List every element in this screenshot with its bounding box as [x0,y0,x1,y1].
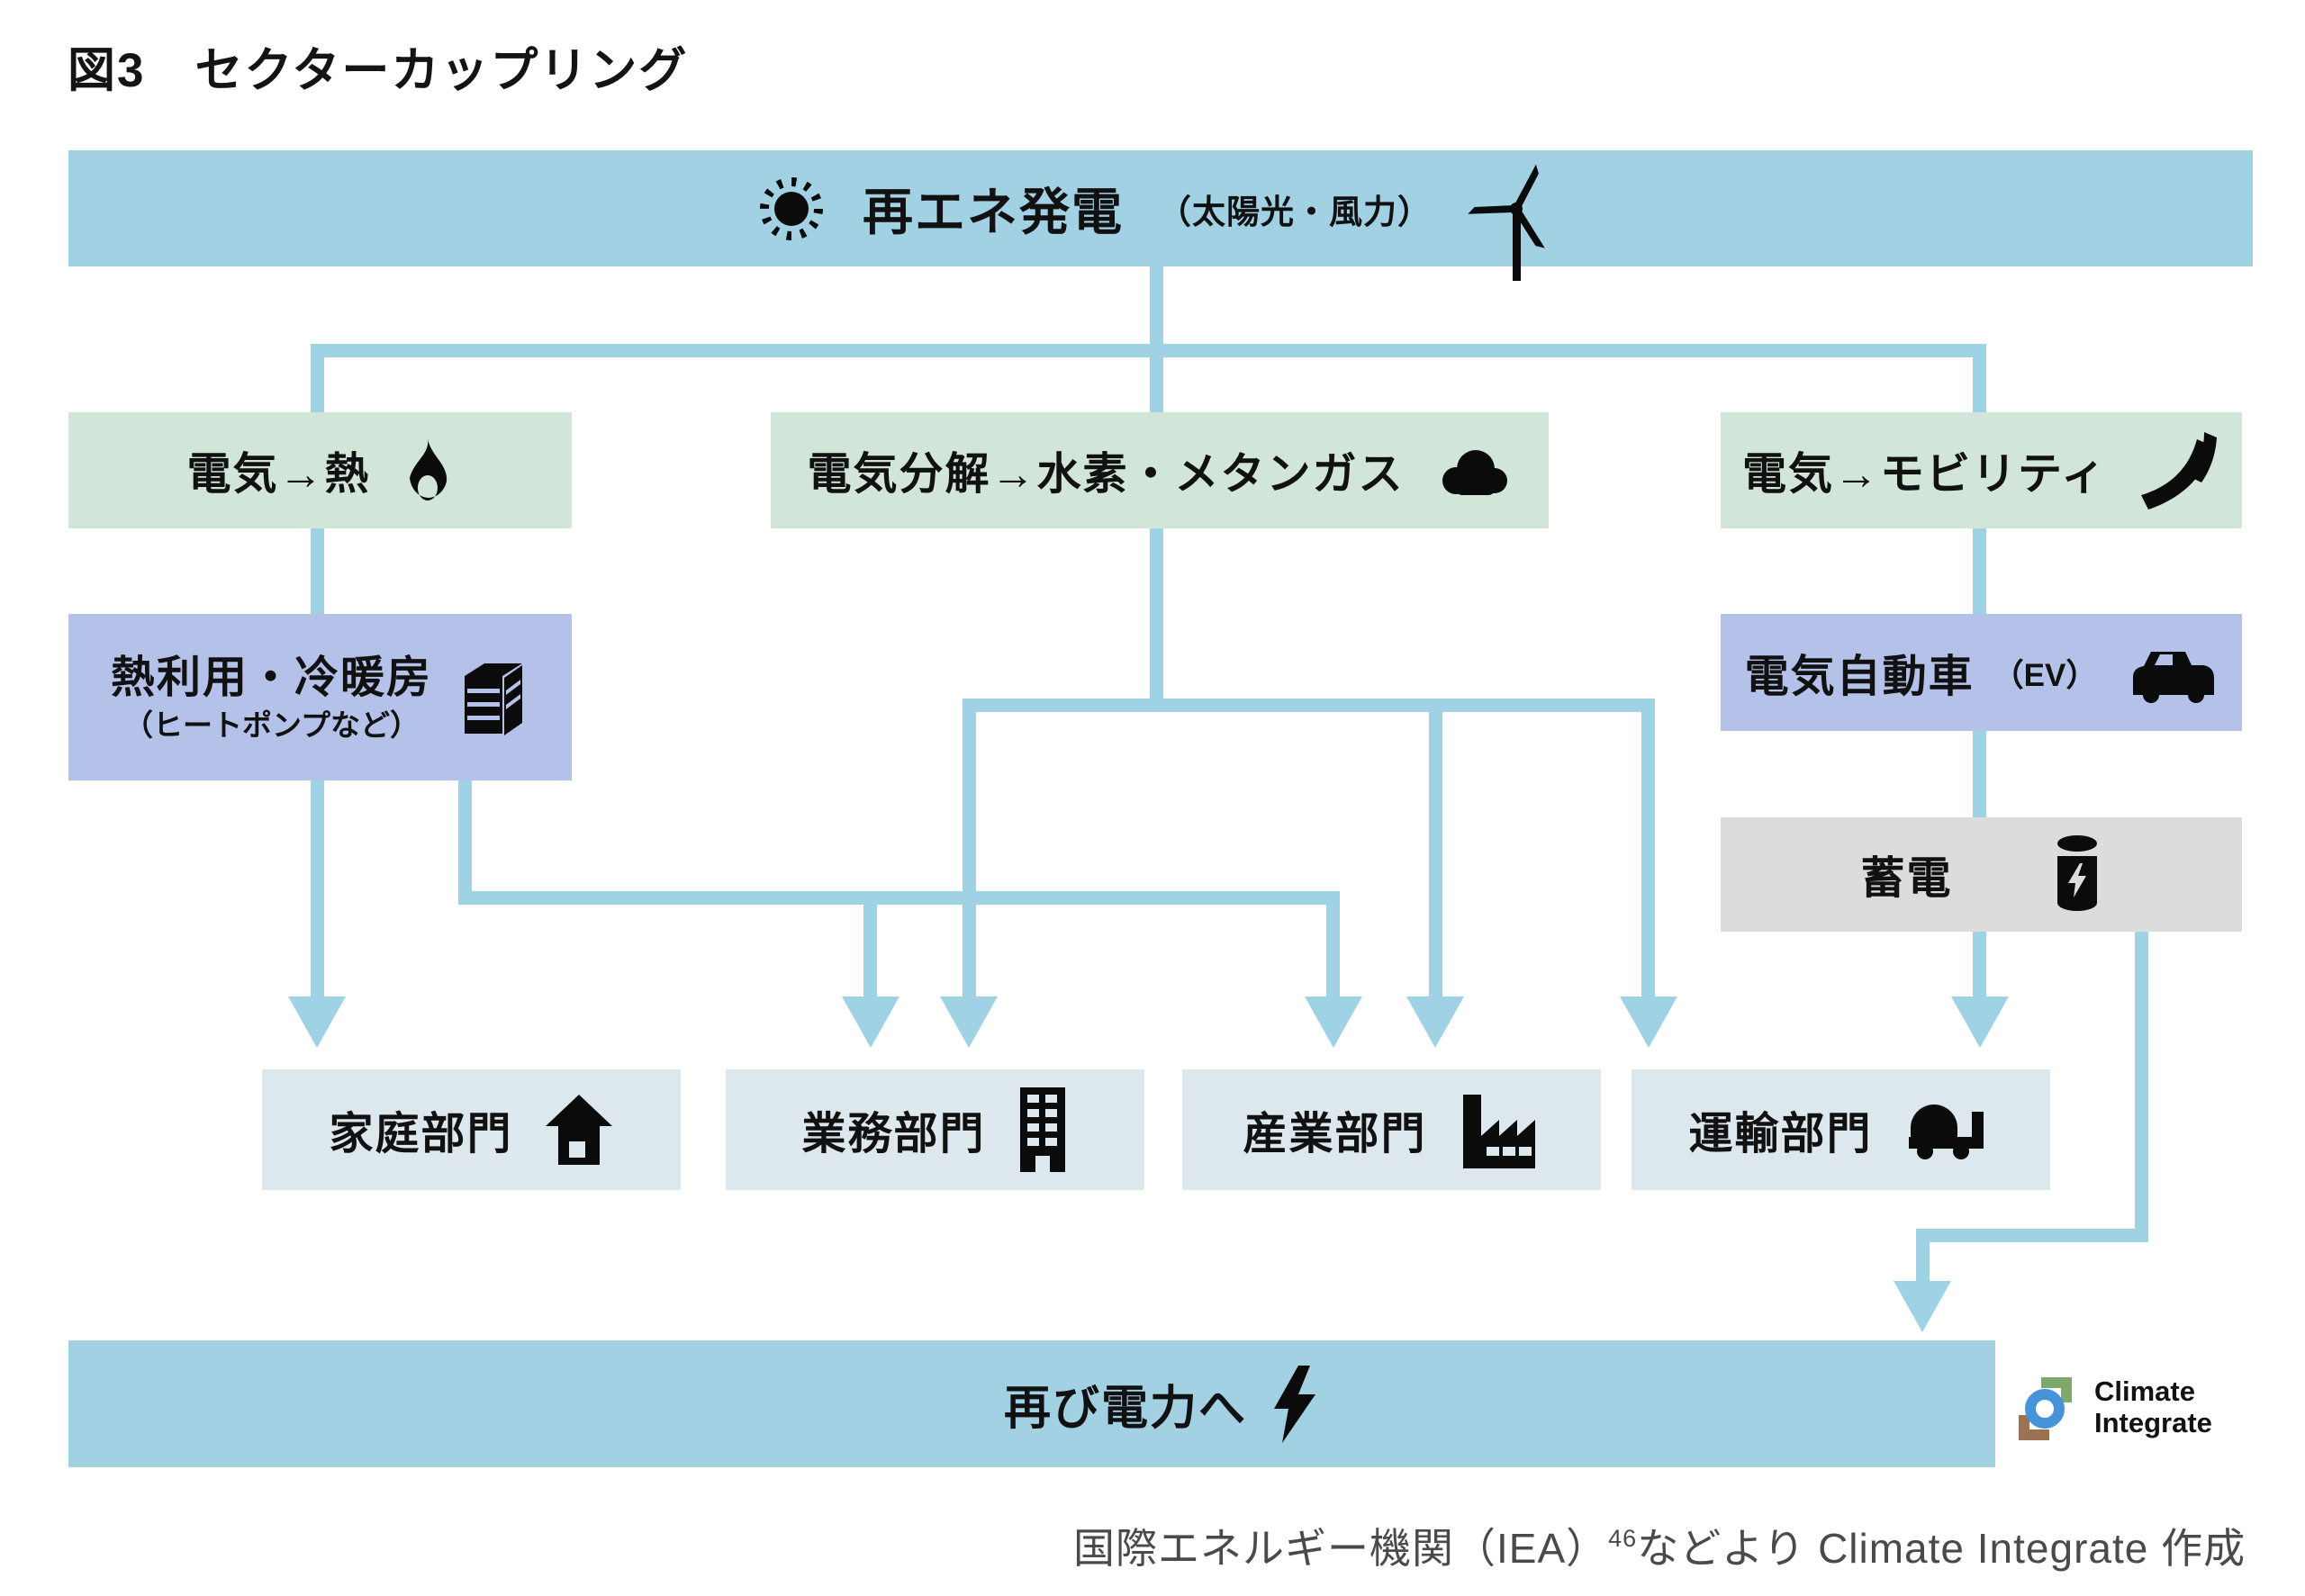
industrial-sector-box: 産業部門 [1182,1069,1601,1190]
connector-line [963,699,1655,712]
office-building-icon [1017,1086,1069,1174]
heat-label: 電気→熱 [186,450,371,499]
connector-line [863,905,877,996]
car-icon [2128,641,2218,704]
electrolysis-box: 電気分解→水素・メタンガス [771,412,1549,528]
connector-line [2135,932,2148,1242]
storage-box: 蓄電 [1721,817,2242,932]
transport-sector-box: 運輸部門 [1632,1069,2050,1190]
road-icon [2138,430,2220,511]
logo-line2: Integrate [2094,1407,2212,1438]
electrolysis-label: 電気分解→水素・メタンガス [807,450,1405,499]
source-label: 再エネ発電 [863,184,1124,240]
arrow-down-icon [1951,996,2009,1048]
arrow-down-icon [940,996,998,1048]
arrow-down-icon [842,996,899,1048]
connector-line [1973,357,1986,412]
transport-label: 運輸部門 [1688,1109,1873,1159]
electricity-to-mobility-box: 電気→モビリティ [1721,412,2242,528]
renewable-generation-bar: 再エネ発電 （太陽光・風力） [68,150,2253,281]
arrow-down-icon [1305,996,1362,1048]
wind-turbine-icon [1466,162,1567,281]
back-to-power-bar [68,1340,1995,1467]
connector-line [311,344,1986,357]
connector-line [1916,1242,1930,1281]
back-to-power-label: 再び電力へ [1003,1383,1247,1435]
back-to-power-label-group: 再び電力へ [68,1340,2253,1467]
connector-line [1973,528,1986,614]
connector-line [1916,1229,2148,1242]
credit-suffix: などより Climate Integrate 作成 [1637,1525,2246,1572]
connector-line [1150,266,1163,412]
bus-icon [1903,1097,1993,1162]
source-sub-label: （太陽光・風力） [1158,193,1432,230]
industrial-label: 産業部門 [1243,1109,1427,1159]
diagram-title: 図3 セクターカップリング [68,44,689,97]
connector-line [311,357,324,412]
residential-sector-box: 家庭部門 [262,1069,681,1190]
credit-prefix: 国際エネルギー機関（IEA） [1073,1525,1609,1572]
heat-use-box: 熱利用・冷暖房 （ヒートポンプなど） [68,614,572,780]
battery-icon [2052,834,2102,915]
ev-sub-label: （EV） [1992,657,2098,693]
connector-line [311,528,324,614]
connector-line [311,780,324,996]
sun-icon [755,172,828,246]
arrow-down-icon [1620,996,1677,1048]
connector-line [1641,712,1655,996]
connector-line [1429,712,1442,996]
connector-line [458,780,472,904]
credit-superscript: 46 [1608,1525,1638,1552]
lightning-bolt-icon [1274,1365,1317,1443]
mobility-label: 電気→モビリティ [1741,450,2108,499]
logo-line1: Climate [2094,1375,2195,1407]
residential-label: 家庭部門 [329,1109,513,1159]
ev-label: 電気自動車 [1744,652,1975,701]
connector-line [963,712,976,996]
connector-line [1326,905,1340,996]
factory-icon [1458,1089,1541,1170]
connector-line [458,891,1340,905]
commercial-sector-box: 業務部門 [726,1069,1144,1190]
arrow-down-icon [1406,996,1464,1048]
heat-pump-icon [463,654,529,741]
source-credit: 国際エネルギー機関（IEA）46などより Climate Integrate 作… [1073,1516,2246,1575]
climate-integrate-logo-mark-icon [2017,1375,2082,1440]
electricity-to-heat-box: 電気→熱 [68,412,572,528]
arrow-down-icon [288,996,346,1048]
ev-box: 電気自動車 （EV） [1721,614,2242,731]
climate-integrate-logo: Climate Integrate [2017,1375,2212,1440]
house-icon [544,1093,614,1167]
heat-use-sub-label: （ヒートポンプなど） [122,708,420,742]
arrow-down-icon [1894,1281,1951,1332]
commercial-label: 業務部門 [801,1109,986,1159]
flame-icon [402,437,454,504]
connector-line [1150,528,1163,699]
storage-label: 蓄電 [1860,854,1953,903]
heat-use-label: 熱利用・冷暖房 [110,654,432,703]
cloud-icon [1435,444,1513,498]
